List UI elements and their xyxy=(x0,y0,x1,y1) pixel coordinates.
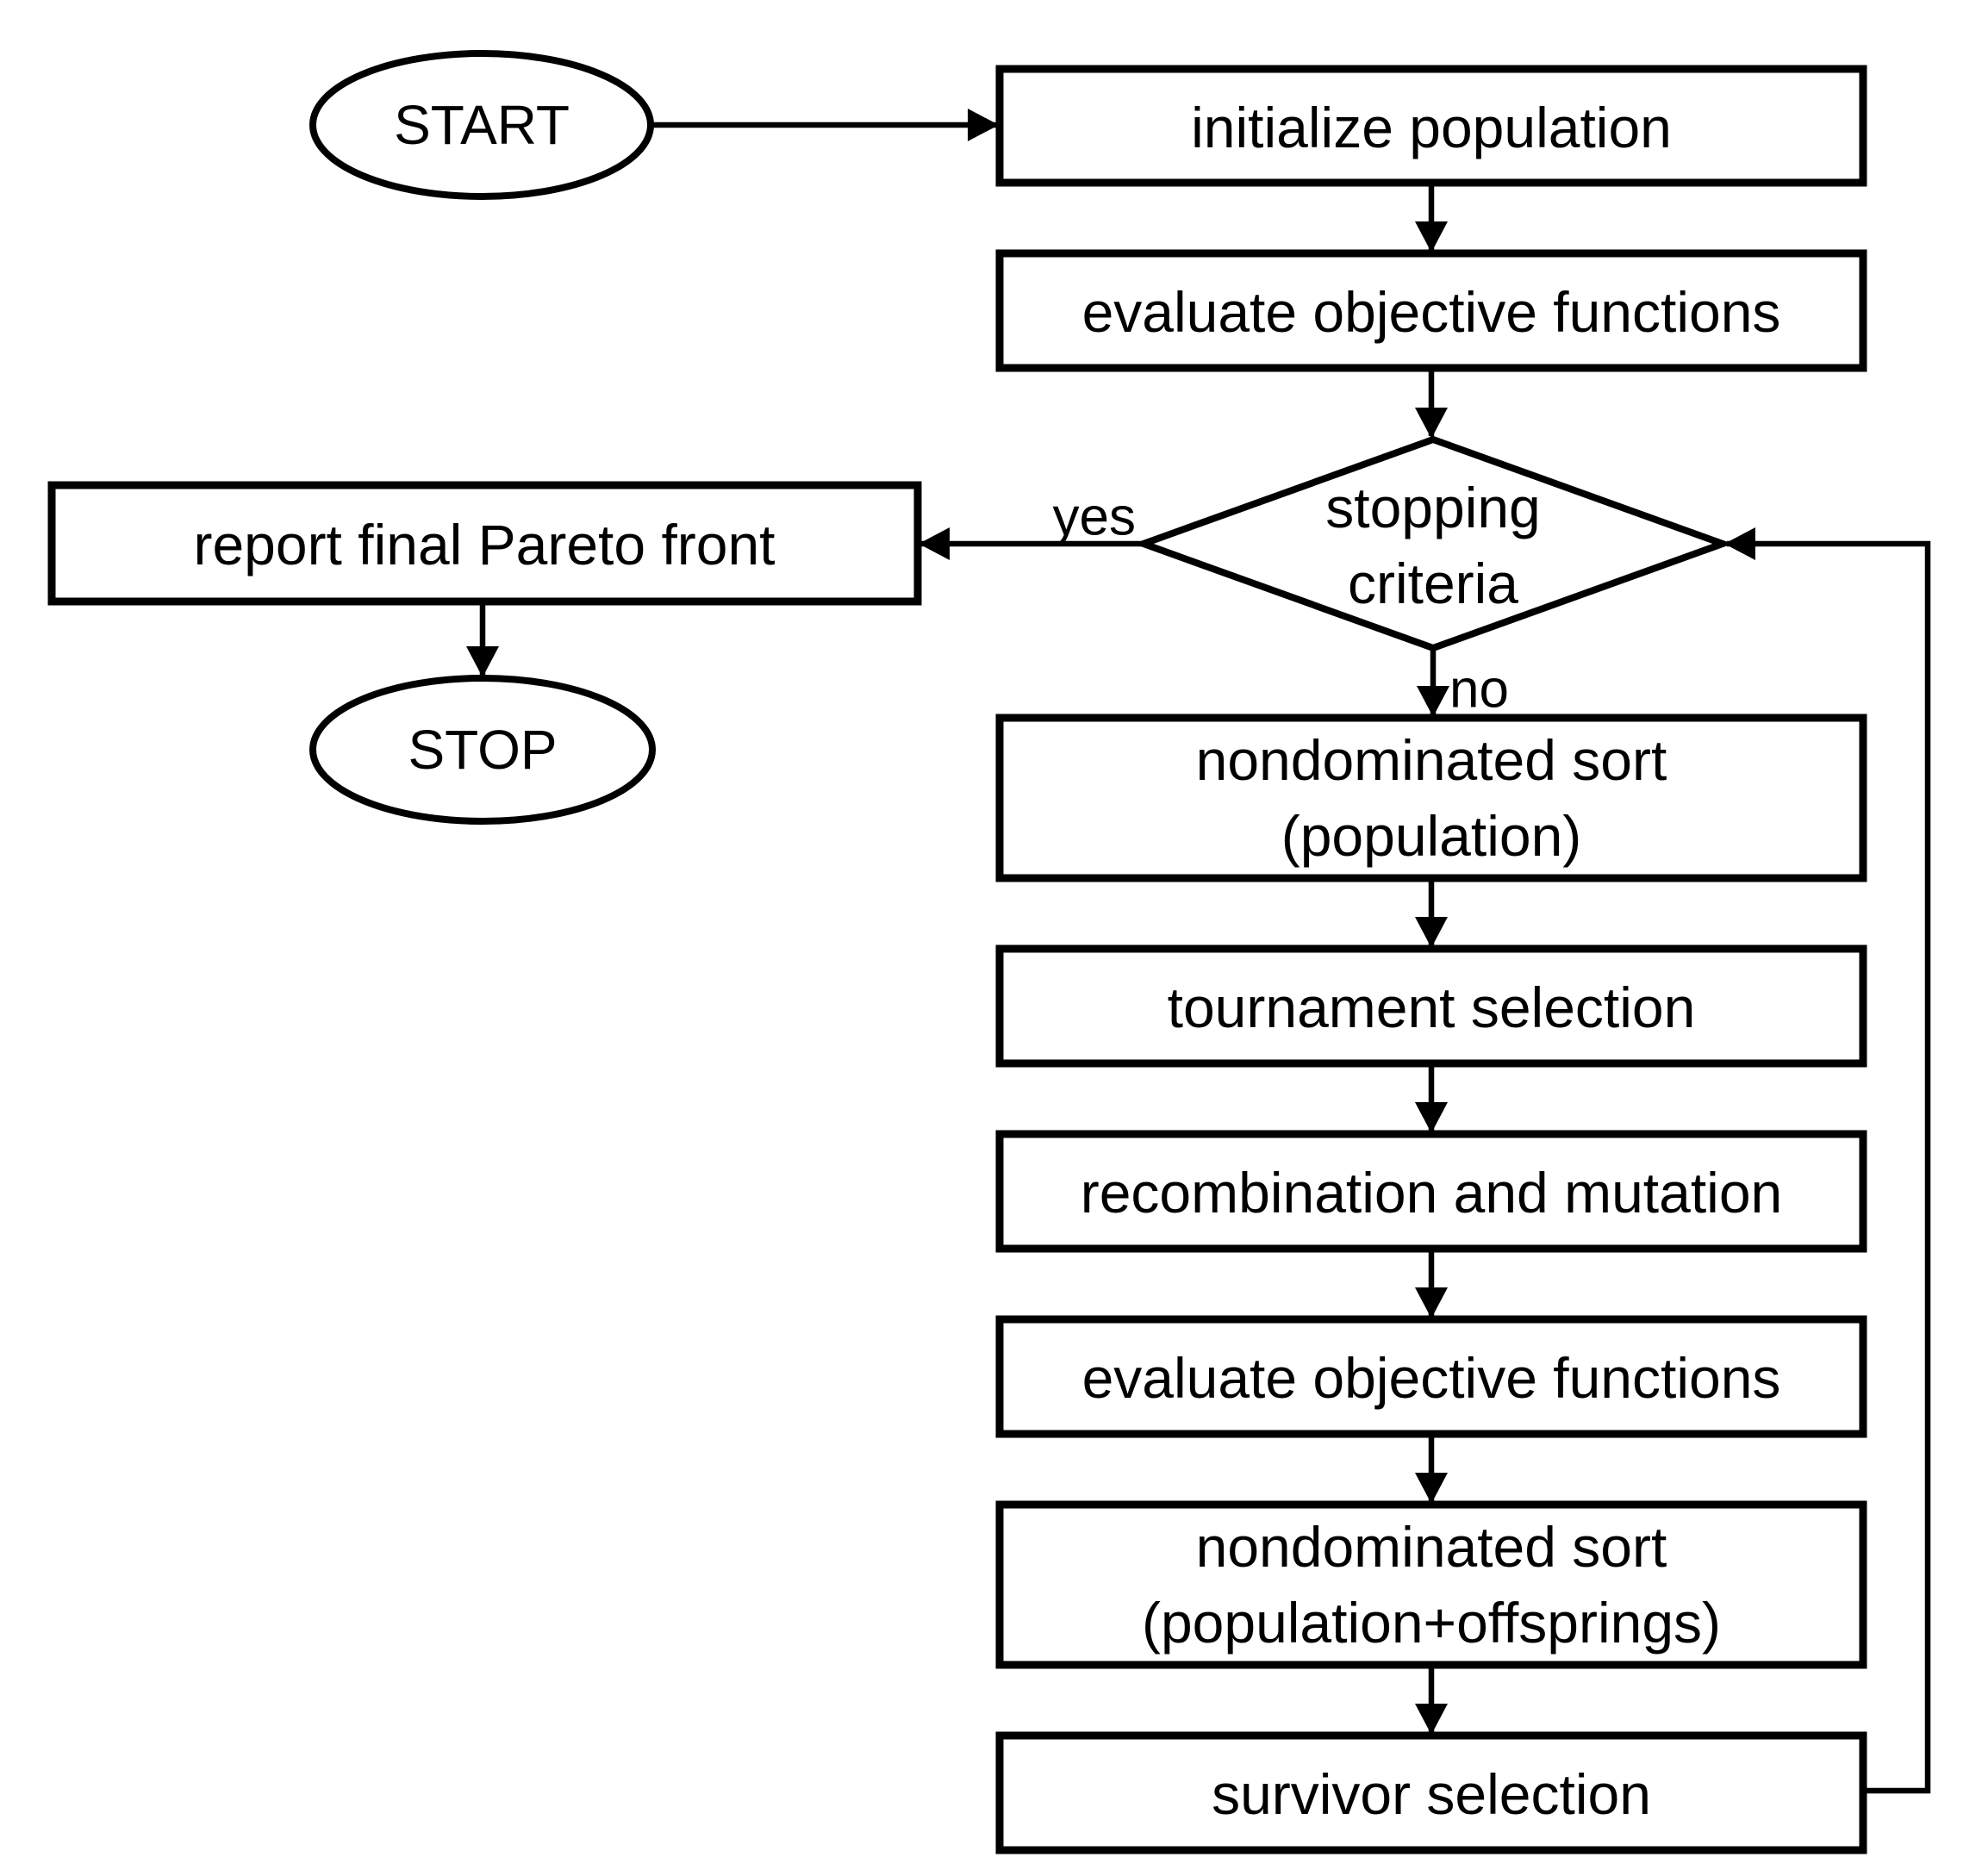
node-initialize-population-label: initialize population xyxy=(1191,96,1672,159)
node-recombination-and-mutation-label: recombination and mutation xyxy=(1081,1161,1783,1225)
node-survivor-selection xyxy=(995,1731,1867,1854)
node-nondominated-sort-population-label-line1: nondominated sort xyxy=(1196,728,1667,792)
node-start-label: START xyxy=(394,94,570,156)
node-stop-label: STOP xyxy=(408,719,557,781)
node-evaluate-objective-functions-2 xyxy=(995,1315,1867,1438)
node-stopping-criteria-label-line1: stopping xyxy=(1325,476,1541,539)
node-recombination-and-mutation xyxy=(995,1130,1867,1253)
node-report-final-pareto-front-label: report final Pareto front xyxy=(193,513,775,577)
node-stopping-criteria-label-line2: criteria xyxy=(1348,552,1518,615)
node-nondominated-sort-population-label-line2: (population) xyxy=(1281,804,1582,868)
node-nondominated-sort-population-offsprings-label-line2: (population+offsprings) xyxy=(1142,1591,1721,1655)
edge-label-no: no xyxy=(1449,660,1509,720)
node-stopping-criteria xyxy=(1133,435,1733,652)
node-nondominated-sort-population xyxy=(995,714,1867,882)
edge-label-yes: yes xyxy=(1053,488,1136,547)
edge-survivor-loop-to-stopping xyxy=(1724,527,1931,1794)
node-initialize-population xyxy=(995,65,1867,187)
node-stop xyxy=(309,675,656,825)
node-nondominated-sort-population-offsprings xyxy=(995,1500,1867,1669)
node-tournament-selection-label: tournament selection xyxy=(1168,975,1696,1039)
node-evaluate-objective-functions-2-label: evaluate objective functions xyxy=(1082,1346,1781,1410)
node-tournament-selection xyxy=(995,944,1867,1068)
node-evaluate-objective-functions-1-label: evaluate objective functions xyxy=(1082,280,1781,344)
node-start xyxy=(309,50,654,200)
node-report-final-pareto-front xyxy=(47,481,922,606)
node-nondominated-sort-population-offsprings-label-line1: nondominated sort xyxy=(1196,1515,1667,1579)
node-evaluate-objective-functions-1 xyxy=(995,249,1867,372)
node-survivor-selection-label: survivor selection xyxy=(1212,1762,1651,1826)
